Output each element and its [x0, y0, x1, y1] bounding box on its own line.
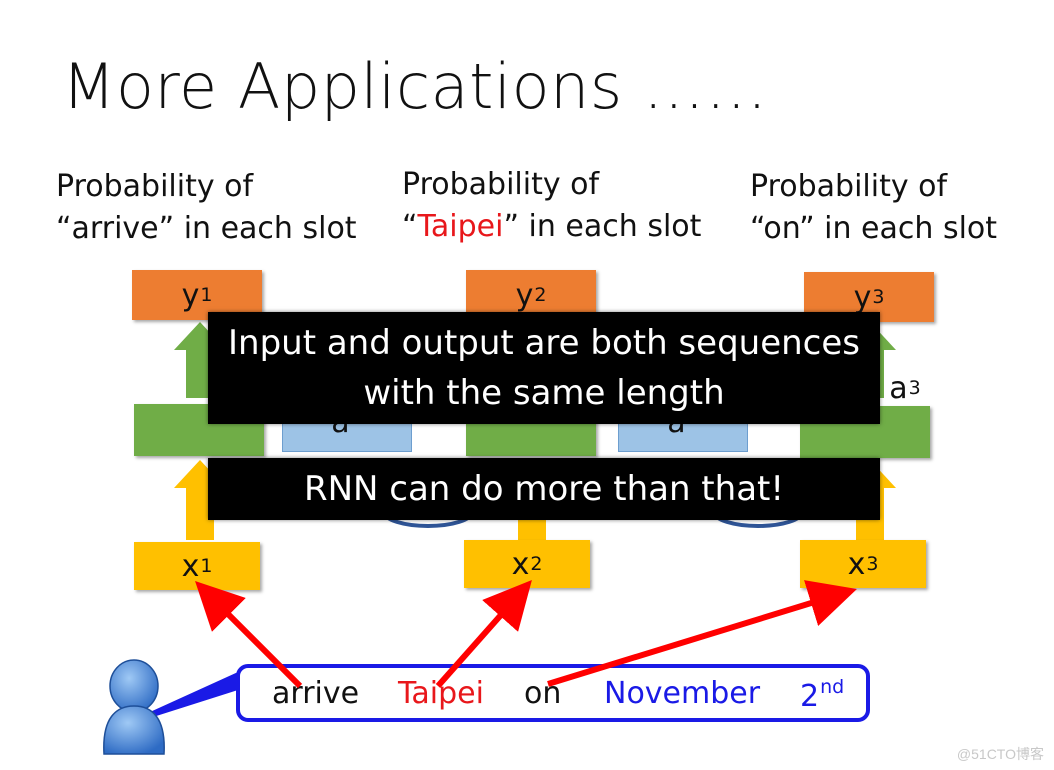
word-arrive: arrive — [272, 676, 360, 711]
output-base: y — [853, 279, 872, 315]
probability-label-2: Probability of “Taipei” in each slot — [402, 164, 701, 248]
input-base: x — [847, 546, 866, 582]
probability-label-1-rest: ” in each slot — [158, 211, 357, 246]
quote-open: “ — [750, 211, 764, 246]
word-2nd: 2nd — [800, 676, 844, 714]
overlay-secondary: RNN can do more than that! — [208, 458, 880, 520]
input-base: x — [511, 546, 530, 582]
memory-base: a — [889, 370, 908, 406]
probability-label-1: Probability of “arrive” in each slot — [56, 166, 357, 250]
word-november: November — [604, 676, 761, 711]
output-base: y — [515, 277, 534, 313]
probability-label-3: Probability of “on” in each slot — [750, 166, 997, 250]
sentence-box — [236, 664, 870, 722]
red-arrow-arrive-to-x1 — [195, 581, 303, 689]
input-sup: 2 — [530, 553, 543, 575]
probability-label-3-line1: Probability of — [750, 169, 948, 204]
user-icon — [103, 659, 165, 755]
quote-open: “ — [402, 209, 418, 244]
probability-word-arrive: arrive — [71, 211, 159, 246]
output-base: y — [181, 277, 200, 313]
probability-label-3-rest: ” in each slot — [799, 211, 998, 246]
probability-word-on: on — [763, 211, 800, 246]
input-sup: 3 — [866, 553, 879, 575]
probability-word-taipei: Taipei — [417, 209, 504, 244]
word-2nd-base: 2 — [800, 679, 820, 714]
watermark: @51CTO博客 — [956, 746, 1044, 762]
red-arrow-on-to-x3 — [547, 580, 857, 687]
output-sup: 3 — [872, 286, 885, 308]
output-sup: 1 — [200, 284, 213, 306]
overlay-main-line1: Input and output are both sequences — [228, 323, 860, 363]
probability-label-2-line1: Probability of — [402, 167, 600, 202]
red-arrow-taipei-to-x2 — [435, 580, 532, 688]
overlay-main-line2: with the same length — [363, 373, 725, 413]
input-sup: 1 — [200, 555, 213, 577]
word-2nd-sup: nd — [820, 676, 845, 698]
speech-connector — [150, 672, 238, 718]
probability-label-1-line1: Probability of — [56, 169, 254, 204]
overlay-main: Input and output are both sequences with… — [208, 312, 880, 424]
slide-title: More Applications …… — [62, 50, 768, 123]
probability-label-2-rest: ” in each slot — [503, 209, 702, 244]
memory-sup: 3 — [908, 377, 921, 399]
quote-open: “ — [56, 211, 72, 246]
output-sup: 2 — [534, 284, 547, 306]
input-base: x — [181, 548, 200, 584]
